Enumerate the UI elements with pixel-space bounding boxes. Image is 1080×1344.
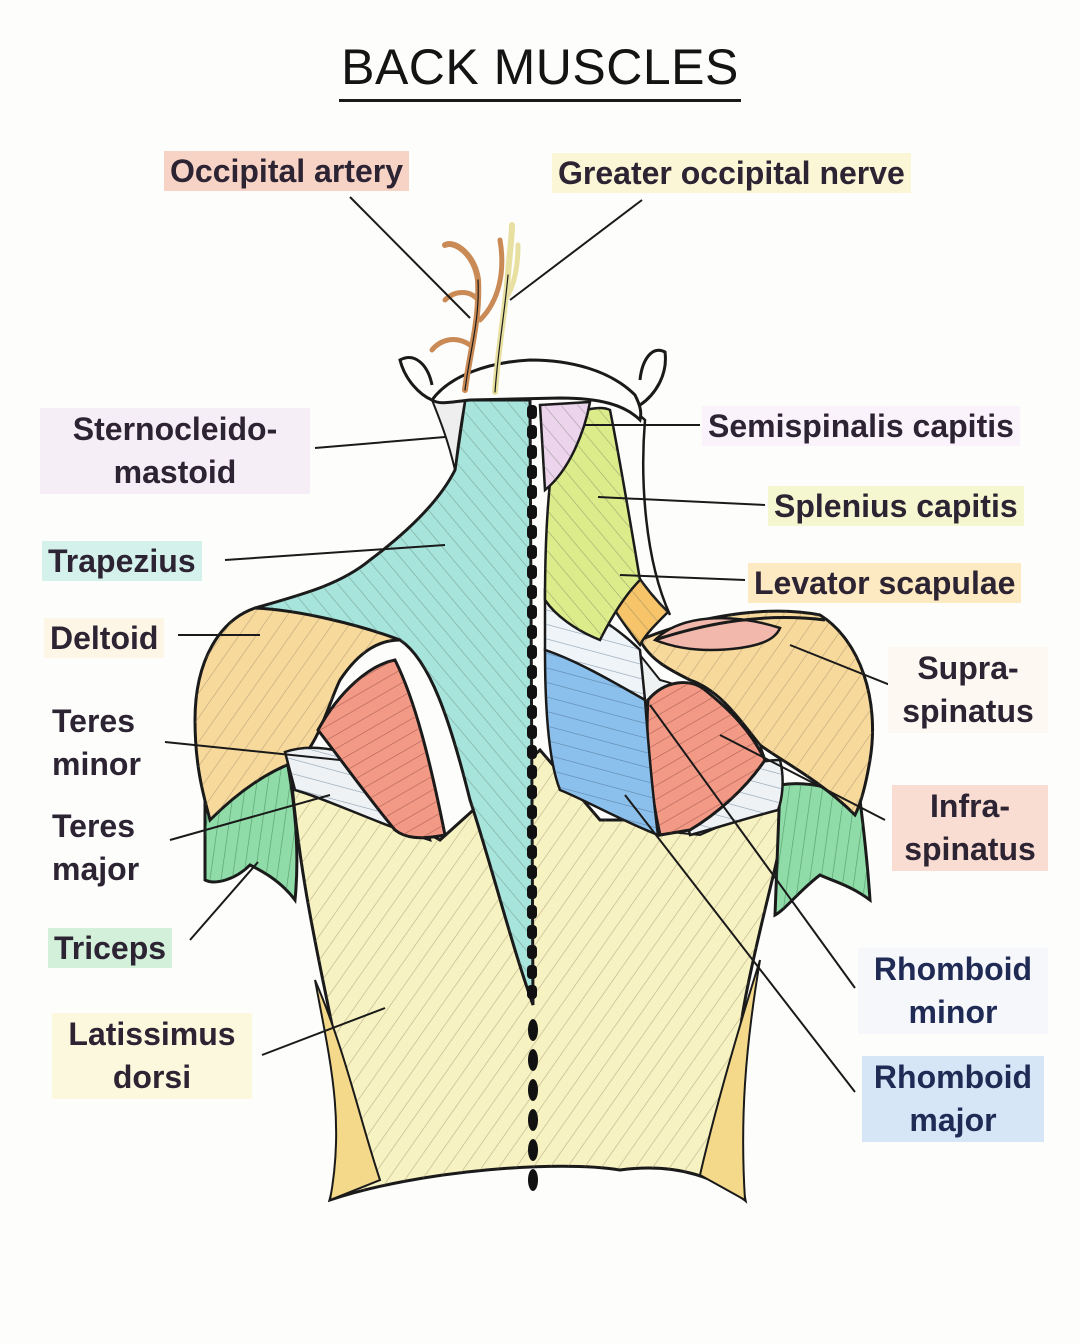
supraspinatus-right (652, 616, 782, 652)
label-semispinalis-capitis: Semispinalis capitis (702, 405, 1020, 448)
label-deltoid-text: Deltoid (44, 618, 165, 658)
label-rhomboid-major: Rhomboid major (862, 1056, 1044, 1142)
label-teres-major: Teres major (52, 805, 139, 891)
label-rhomboid-minor-line2: minor (908, 994, 998, 1030)
ear-right (638, 348, 667, 407)
label-rhomboid-minor-line1: Rhomboid (873, 951, 1033, 987)
label-sternocleidomastoid-line1: Sternocleido- (72, 411, 278, 447)
label-teres-minor-line2: minor (52, 746, 141, 782)
ear-left (398, 356, 434, 402)
label-sternocleidomastoid: Sternocleido- mastoid (40, 408, 310, 494)
label-occipital-artery-text: Occipital artery (164, 151, 409, 191)
diagram-title: BACK MUSCLES (0, 38, 1080, 102)
label-latissimus-line2: dorsi (112, 1059, 192, 1095)
label-rhomboid-minor: Rhomboid minor (858, 948, 1048, 1034)
label-levator-scapulae: Levator scapulae (748, 562, 1022, 605)
label-occipital-artery: Occipital artery (164, 150, 409, 193)
label-supraspinatus-line1: Supra- (917, 650, 1019, 686)
label-levator-text: Levator scapulae (748, 563, 1022, 603)
sternocleidomastoid (430, 399, 467, 471)
label-splenius-text: Splenius capitis (768, 486, 1024, 526)
label-trapezius-text: Trapezius (42, 541, 202, 581)
label-teres-minor-line1: Teres (52, 703, 136, 739)
label-latissimus-line1: Latissimus (68, 1016, 236, 1052)
label-infraspinatus-line1: Infra- (930, 788, 1010, 824)
label-rhomboid-major-line2: major (909, 1102, 997, 1138)
title-text: BACK MUSCLES (339, 39, 741, 102)
label-teres-major-line2: major (52, 851, 140, 887)
label-teres-minor: Teres minor (52, 700, 141, 786)
label-rhomboid-major-line1: Rhomboid (873, 1059, 1033, 1095)
label-supraspinatus: Supra- spinatus (888, 647, 1048, 733)
label-infraspinatus: Infra- spinatus (892, 785, 1048, 871)
label-splenius-capitis: Splenius capitis (768, 485, 1024, 528)
label-sternocleidomastoid-line2: mastoid (113, 454, 237, 490)
label-greater-occipital-nerve-text: Greater occipital nerve (552, 153, 911, 193)
label-triceps: Triceps (48, 927, 173, 970)
occipital-vessels (429, 222, 521, 395)
label-trapezius: Trapezius (42, 540, 202, 583)
label-latissimus-dorsi: Latissimus dorsi (52, 1013, 252, 1099)
leader-lines (164, 196, 891, 1093)
label-teres-major-line1: Teres (52, 808, 136, 844)
label-semispinalis-text: Semispinalis capitis (702, 406, 1020, 446)
label-infraspinatus-line2: spinatus (904, 831, 1036, 867)
vertebral-column (527, 405, 538, 1191)
label-triceps-text: Triceps (48, 928, 173, 968)
label-deltoid: Deltoid (44, 617, 165, 660)
label-supraspinatus-line2: spinatus (902, 693, 1034, 729)
label-greater-occipital-nerve: Greater occipital nerve (552, 152, 911, 195)
skull-base (429, 358, 643, 423)
